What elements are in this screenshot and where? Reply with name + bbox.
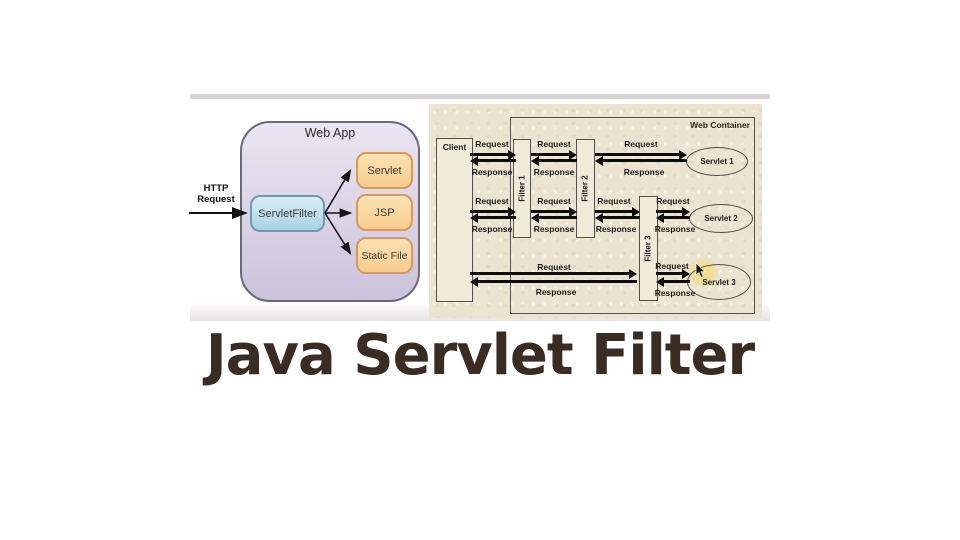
resp-arrow-r3-long <box>470 276 637 287</box>
http-request-line1: HTTP <box>203 183 229 194</box>
req-arrow-r1c2 <box>531 149 577 160</box>
req-arrow-r2c2 <box>531 206 577 217</box>
response-label-r1c1: Response <box>471 167 513 177</box>
request-label-r1c1: Request <box>475 139 509 149</box>
page-title: Java Servlet Filter <box>205 323 755 388</box>
request-label-r1c2: Request <box>537 139 571 149</box>
req-arrow-r3-long <box>470 268 637 279</box>
web-container-label: Web Container <box>690 120 750 130</box>
resp-arrow-r2c3 <box>595 212 640 223</box>
resp-arrow-r1c2 <box>531 155 577 166</box>
cursor-icon <box>695 263 706 279</box>
response-label-r2c4: Response <box>654 224 696 234</box>
http-request-line2: Request <box>197 193 235 205</box>
response-label-r1c3: Response <box>623 167 665 177</box>
client-label: Client <box>442 142 467 152</box>
req-arrow-r2c3 <box>595 206 640 217</box>
response-label-r3c2: Response <box>654 288 696 298</box>
filter3-label: Filter 3 <box>644 235 654 262</box>
response-label-r3-long: Response <box>535 287 577 297</box>
resp-arrow-r2c2 <box>531 212 577 223</box>
resp-arrow-r2c4 <box>656 212 690 223</box>
servlet-node: Servlet <box>356 152 413 189</box>
http-request-label: HTTP Request <box>189 183 243 205</box>
response-label-r2c1: Response <box>471 224 513 234</box>
servlet-filter-node: ServletFilter <box>250 195 325 232</box>
response-label-r2c2: Response <box>533 224 575 234</box>
response-label-r2c3: Response <box>595 224 637 234</box>
request-label-r2c2: Request <box>537 196 571 206</box>
jsp-node: JSP <box>356 194 413 231</box>
req-arrow-r3c2 <box>656 268 690 279</box>
resp-arrow-r3c2 <box>656 276 690 287</box>
response-label-r1c2: Response <box>533 167 575 177</box>
req-arrow-r2c1 <box>470 206 516 217</box>
screenshot-top-edge <box>190 94 770 99</box>
filter3-box: Filter 3 <box>639 196 658 301</box>
left-diagram-arrows <box>189 168 353 256</box>
client-box: Client <box>436 138 473 302</box>
resp-arrow-r2c1 <box>470 212 516 223</box>
req-arrow-r2c4 <box>656 206 690 217</box>
filter2-box: Filter 2 <box>576 139 595 238</box>
resp-arrow-r1c1 <box>470 155 516 166</box>
request-label-r2c4: Request <box>656 196 690 206</box>
resp-arrow-r1c3 <box>595 155 687 166</box>
req-arrow-r1c1 <box>470 149 516 160</box>
filter1-box: Filter 1 <box>513 139 531 238</box>
request-label-r3-long: Request <box>537 262 571 272</box>
static-file-node: Static File <box>356 237 413 274</box>
req-arrow-r1c3 <box>595 149 687 160</box>
request-label-r3c2: Request <box>655 261 689 271</box>
request-label-r2c3: Request <box>597 196 631 206</box>
request-label-r2c1: Request <box>475 196 509 206</box>
web-app-label: Web App <box>304 126 356 140</box>
request-label-r1c3: Request <box>624 139 658 149</box>
servlet1-ellipse: Servlet 1 <box>686 147 748 176</box>
